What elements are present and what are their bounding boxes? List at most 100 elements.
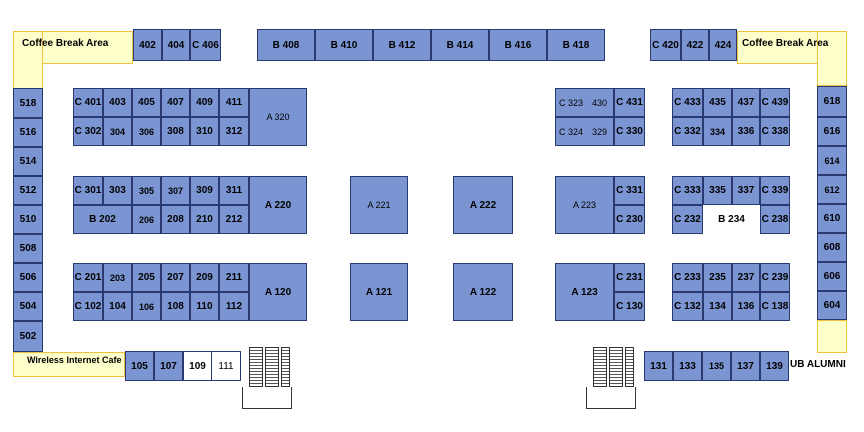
booth-c238[interactable]: C 238 <box>760 205 790 234</box>
booth-134[interactable]: 134 <box>703 292 732 321</box>
booth-618[interactable]: 618 <box>817 86 847 117</box>
booth-105[interactable]: 105 <box>125 351 154 381</box>
booth-c232[interactable]: C 232 <box>672 205 703 234</box>
booth-c130[interactable]: C 130 <box>614 292 645 321</box>
booth-337[interactable]: 337 <box>732 176 760 205</box>
booth-b418[interactable]: B 418 <box>547 29 605 61</box>
booth-205[interactable]: 205 <box>132 263 161 292</box>
booth-c406[interactable]: C 406 <box>190 29 221 61</box>
booth-c138[interactable]: C 138 <box>760 292 790 321</box>
booth-608[interactable]: 608 <box>817 233 847 262</box>
booth-139[interactable]: 139 <box>760 351 789 381</box>
booth-c439[interactable]: C 439 <box>760 88 790 117</box>
booth-c233[interactable]: C 233 <box>672 263 703 292</box>
booth-307[interactable]: 307 <box>161 176 190 205</box>
booth-110[interactable]: 110 <box>190 292 219 321</box>
booth-424[interactable]: 424 <box>709 29 737 61</box>
booth-c201[interactable]: C 201 <box>73 263 103 292</box>
booth-c433[interactable]: C 433 <box>672 88 703 117</box>
booth-b234[interactable]: B 234 <box>703 205 760 234</box>
booth-409[interactable]: 409 <box>190 88 219 117</box>
booth-514[interactable]: 514 <box>13 147 43 176</box>
booth-308[interactable]: 308 <box>161 117 190 146</box>
booth-111[interactable]: 111 <box>212 351 241 381</box>
booth-104[interactable]: 104 <box>103 292 132 321</box>
booth-405[interactable]: 405 <box>132 88 161 117</box>
booth-a121[interactable]: A 121 <box>350 263 408 321</box>
booth-c301[interactable]: C 301 <box>73 176 103 205</box>
booth-c339[interactable]: C 339 <box>760 176 790 205</box>
booth-108[interactable]: 108 <box>161 292 190 321</box>
booth-137[interactable]: 137 <box>731 351 760 381</box>
booth-303[interactable]: 303 <box>103 176 132 205</box>
booth-237[interactable]: 237 <box>732 263 760 292</box>
booth-c330[interactable]: C 330 <box>614 117 645 146</box>
booth-208[interactable]: 208 <box>161 205 190 234</box>
booth-c331[interactable]: C 331 <box>614 176 645 205</box>
booth-516[interactable]: 516 <box>13 118 43 147</box>
booth-411[interactable]: 411 <box>219 88 249 117</box>
booth-136[interactable]: 136 <box>732 292 760 321</box>
booth-c401[interactable]: C 401 <box>73 88 103 117</box>
booth-c239[interactable]: C 239 <box>760 263 790 292</box>
booth-606[interactable]: 606 <box>817 262 847 291</box>
booth-209[interactable]: 209 <box>190 263 219 292</box>
booth-133[interactable]: 133 <box>673 351 702 381</box>
booth-131[interactable]: 131 <box>644 351 673 381</box>
booth-407[interactable]: 407 <box>161 88 190 117</box>
booth-604[interactable]: 604 <box>817 291 847 320</box>
booth-422[interactable]: 422 <box>681 29 709 61</box>
booth-614[interactable]: 614 <box>817 146 847 175</box>
booth-a220[interactable]: A 220 <box>249 176 307 234</box>
booth-211[interactable]: 211 <box>219 263 249 292</box>
booth-a320[interactable]: A 320 <box>249 88 307 146</box>
booth-311[interactable]: 311 <box>219 176 249 205</box>
booth-135[interactable]: 135 <box>702 351 731 381</box>
booth-210[interactable]: 210 <box>190 205 219 234</box>
booth-a122[interactable]: A 122 <box>453 263 513 321</box>
booth-c420[interactable]: C 420 <box>650 29 681 61</box>
booth-430[interactable]: 430 <box>586 88 614 117</box>
booth-306[interactable]: 306 <box>132 117 161 146</box>
booth-310[interactable]: 310 <box>190 117 219 146</box>
booth-508[interactable]: 508 <box>13 234 43 263</box>
booth-212[interactable]: 212 <box>219 205 249 234</box>
booth-334[interactable]: 334 <box>703 117 732 146</box>
booth-616[interactable]: 616 <box>817 117 847 146</box>
booth-207[interactable]: 207 <box>161 263 190 292</box>
booth-403[interactable]: 403 <box>103 88 132 117</box>
booth-336[interactable]: 336 <box>732 117 760 146</box>
booth-b408[interactable]: B 408 <box>257 29 315 61</box>
booth-b416[interactable]: B 416 <box>489 29 547 61</box>
booth-518[interactable]: 518 <box>13 88 43 118</box>
booth-b410[interactable]: B 410 <box>315 29 373 61</box>
booth-107[interactable]: 107 <box>154 351 183 381</box>
booth-206[interactable]: 206 <box>132 205 161 234</box>
booth-510[interactable]: 510 <box>13 205 43 234</box>
booth-203[interactable]: 203 <box>103 263 132 292</box>
booth-402[interactable]: 402 <box>133 29 162 61</box>
booth-c102[interactable]: C 102 <box>73 292 103 321</box>
booth-c302[interactable]: C 302 <box>73 117 103 146</box>
booth-612[interactable]: 612 <box>817 175 847 204</box>
booth-435[interactable]: 435 <box>703 88 732 117</box>
booth-a223[interactable]: A 223 <box>555 176 614 234</box>
booth-106[interactable]: 106 <box>132 292 161 321</box>
booth-c323[interactable]: C 323 <box>555 88 586 117</box>
booth-502[interactable]: 502 <box>13 321 43 352</box>
booth-c338[interactable]: C 338 <box>760 117 790 146</box>
booth-a123[interactable]: A 123 <box>555 263 614 321</box>
booth-c230[interactable]: C 230 <box>614 205 645 234</box>
booth-c333[interactable]: C 333 <box>672 176 703 205</box>
booth-504[interactable]: 504 <box>13 292 43 321</box>
booth-404[interactable]: 404 <box>162 29 190 61</box>
booth-c431[interactable]: C 431 <box>614 88 645 117</box>
booth-506[interactable]: 506 <box>13 263 43 292</box>
booth-109[interactable]: 109 <box>183 351 212 381</box>
booth-112[interactable]: 112 <box>219 292 249 321</box>
booth-a221[interactable]: A 221 <box>350 176 408 234</box>
booth-305[interactable]: 305 <box>132 176 161 205</box>
booth-c132[interactable]: C 132 <box>672 292 703 321</box>
booth-a120[interactable]: A 120 <box>249 263 307 321</box>
booth-512[interactable]: 512 <box>13 176 43 205</box>
